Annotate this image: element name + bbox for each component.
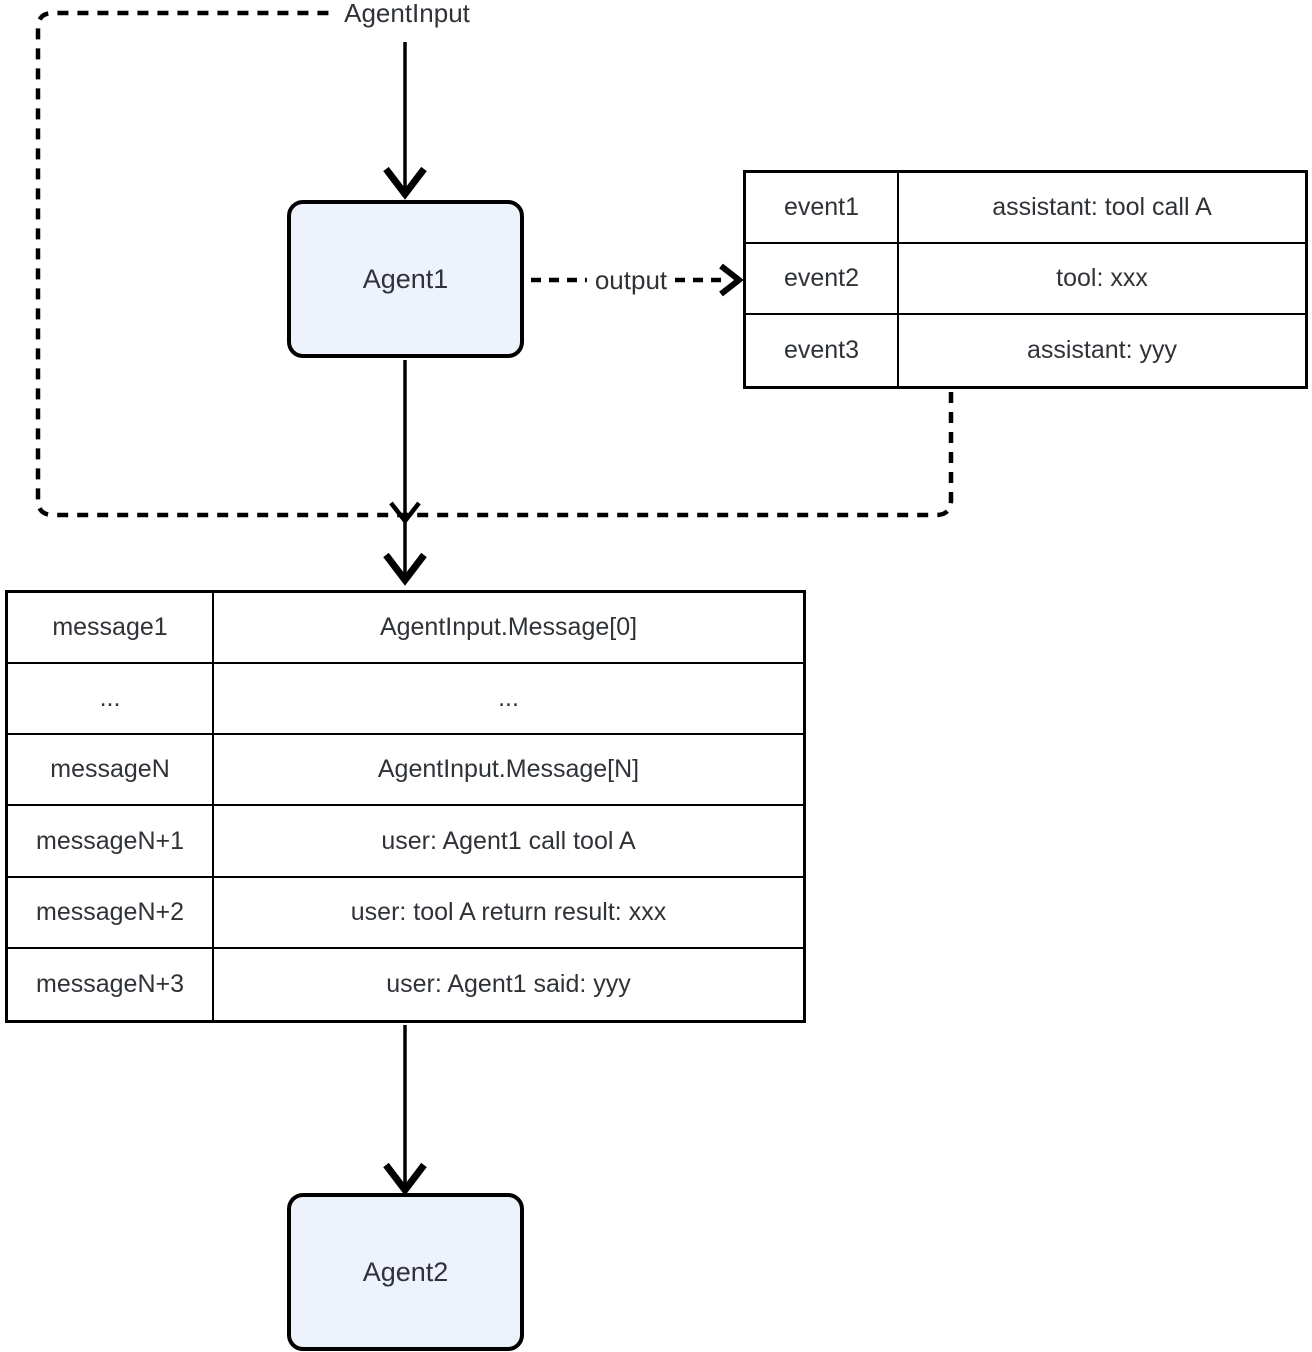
message-table-value: AgentInput.Message[N] <box>214 735 803 807</box>
event-table-value: tool: xxx <box>899 244 1305 315</box>
agent2-node: Agent2 <box>287 1193 524 1351</box>
message-table-value: AgentInput.Message[0] <box>214 593 803 665</box>
message-table: message1 AgentInput.Message[0] ... ... m… <box>5 590 806 1023</box>
event-table-value: assistant: yyy <box>1026 336 1178 364</box>
message-table-value: user: Agent1 call tool A <box>214 806 803 878</box>
message-table-value: ... <box>214 664 803 736</box>
agent-input-label: AgentInput <box>336 0 478 29</box>
arrow-agentinput-to-agent1-head-icon <box>383 166 427 200</box>
output-edge-label: output <box>586 265 676 296</box>
arrow-agent1-to-messages-head-icon <box>383 552 427 586</box>
message-table-key: messageN+2 <box>8 877 214 949</box>
message-table-key: message1 <box>8 593 214 665</box>
event-table-key: event1 <box>746 173 899 244</box>
message-table-key: ... <box>8 664 214 736</box>
dashed-arrow-output-head-icon <box>719 263 744 297</box>
message-table-value: user: Agent1 said: yyy <box>386 969 631 998</box>
message-table-value: user: tool A return result: xxx <box>214 878 803 949</box>
event-table-key: event3 <box>746 315 899 386</box>
agent1-node-label: Agent1 <box>362 263 449 294</box>
arrow-messages-to-agent2-head-icon <box>383 1162 427 1196</box>
agent2-node-label: Agent2 <box>362 1256 449 1287</box>
message-table-key: messageN+1 <box>8 806 214 878</box>
loop-merge-arrowhead-icon <box>389 501 421 525</box>
agent1-node: Agent1 <box>287 200 524 358</box>
message-table-key: messageN+3 <box>8 948 214 1020</box>
event-table: event1 assistant: tool call A event2 too… <box>743 170 1308 389</box>
event-table-value: assistant: tool call A <box>899 173 1305 244</box>
event-table-key: event2 <box>746 244 899 315</box>
message-table-key: messageN <box>8 735 214 807</box>
